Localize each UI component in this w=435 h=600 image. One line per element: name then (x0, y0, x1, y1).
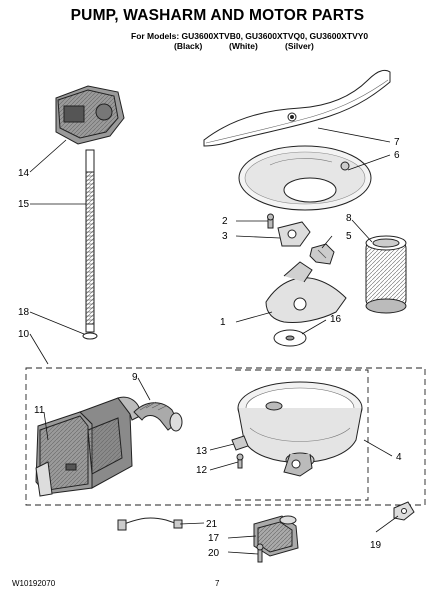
callout-4: 4 (396, 452, 402, 463)
clamp-part-19 (393, 501, 415, 521)
wire-harness-part-21 (117, 517, 183, 531)
callout-10: 10 (18, 329, 30, 340)
screw-part-12 (236, 453, 244, 469)
filter-part-8 (365, 235, 407, 314)
callout-2: 2 (222, 216, 228, 227)
callout-14: 14 (18, 168, 30, 179)
clip-part-13 (231, 435, 249, 451)
callout-6: 6 (394, 150, 400, 161)
color-black: (Black) (174, 41, 203, 51)
page-title: PUMP, WASHARM AND MOTOR PARTS (70, 7, 365, 24)
callout-13: 13 (196, 446, 208, 457)
spray-disc-part-6 (238, 145, 372, 211)
callout-19: 19 (370, 540, 382, 551)
callout-16: 16 (330, 314, 342, 325)
callout-21: 21 (206, 519, 218, 530)
washer-part-16 (273, 329, 307, 347)
screw-part-2 (267, 213, 274, 229)
callout-3: 3 (222, 231, 228, 242)
callout-17: 17 (208, 533, 220, 544)
callout-18: 18 (18, 307, 30, 318)
valve-part-17 (253, 515, 299, 557)
bracket-part-3 (277, 221, 311, 247)
callout-12: 12 (196, 465, 208, 476)
callout-20: 20 (208, 548, 220, 559)
callout-8: 8 (346, 213, 352, 224)
hose-clamp-part-18 (82, 332, 98, 340)
pump-motor-part-14 (55, 85, 125, 145)
motor-assembly-part-11 (35, 396, 141, 497)
leader-lines (29, 127, 399, 555)
document-number: W10192070 (12, 579, 56, 588)
callout-9: 9 (132, 372, 138, 383)
callout-labels: 1 2 3 4 5 6 7 8 9 10 11 12 13 14 15 16 1… (18, 137, 402, 559)
page-number: 7 (215, 579, 220, 588)
callout-15: 15 (18, 199, 30, 210)
callout-11: 11 (34, 405, 45, 416)
color-silver: (Silver) (285, 41, 314, 51)
sump-housing-part-4 (237, 381, 363, 477)
assembly-outline (25, 367, 426, 506)
callout-1: 1 (220, 317, 226, 328)
callout-5: 5 (346, 231, 352, 242)
latch-part-5 (309, 243, 335, 265)
models-line: For Models: GU3600XTVB0, GU3600XTVQ0, GU… (131, 31, 369, 41)
wash-arm-part-7 (203, 69, 391, 147)
color-white: (White) (229, 41, 258, 51)
callout-7: 7 (394, 137, 400, 148)
drain-hose-part-15 (85, 149, 95, 333)
connector-hose-part-9 (133, 401, 183, 432)
screw-part-20 (256, 543, 264, 563)
pump-cover-part-1 (265, 261, 347, 323)
